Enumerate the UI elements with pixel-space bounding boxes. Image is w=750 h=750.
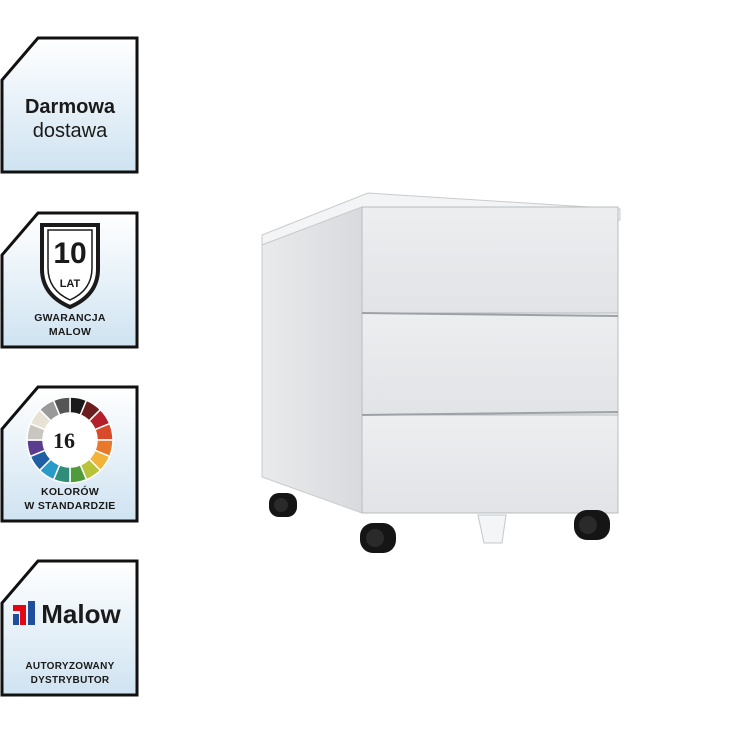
badge-frame bbox=[0, 36, 139, 174]
colors-count: 16 bbox=[53, 428, 75, 453]
badge-frame: 16 bbox=[0, 385, 139, 523]
caster-icon bbox=[574, 510, 610, 540]
caster-icon bbox=[269, 493, 297, 517]
mobile-pedestal-image bbox=[261, 192, 621, 553]
badge-colors: 16 KOLORÓW W STANDARDZIE bbox=[0, 385, 140, 523]
color-wheel-icon bbox=[26, 396, 114, 484]
badge-frame: 10 LAT bbox=[0, 211, 139, 349]
badge-title: Darmowa bbox=[24, 96, 116, 118]
caster-icon bbox=[360, 523, 396, 553]
anti-tip-foot bbox=[477, 514, 507, 544]
side-panel bbox=[261, 206, 363, 514]
badge-free-delivery: Darmowa dostawa bbox=[0, 36, 140, 174]
drawer-front-2 bbox=[361, 312, 619, 416]
shield-icon: 10 LAT bbox=[40, 223, 100, 310]
warranty-unit: LAT bbox=[60, 278, 81, 290]
badge-warranty: 10 LAT GWARANCJA MALOW bbox=[0, 211, 140, 349]
badge-distributor: Malow AUTORYZOWANY DYSTRYBUTOR bbox=[0, 559, 140, 697]
badge-subtitle: dostawa bbox=[32, 120, 108, 142]
badge-subtitle: DYSTRYBUTOR bbox=[30, 675, 110, 686]
badge-subtitle: MALOW bbox=[48, 326, 92, 338]
drawer-front-1 bbox=[361, 206, 619, 314]
badge-frame bbox=[0, 559, 139, 697]
badge-title: KOLORÓW bbox=[40, 486, 100, 498]
badge-title: GWARANCJA bbox=[34, 312, 106, 324]
drawer-front-3 bbox=[361, 414, 619, 514]
badge-title: AUTORYZOWANY bbox=[25, 661, 115, 672]
warranty-number: 10 bbox=[53, 237, 86, 270]
malow-logo-icon bbox=[13, 601, 35, 625]
brand-name: Malow bbox=[41, 599, 121, 629]
color-swatch bbox=[52, 396, 71, 417]
badge-subtitle: W STANDARDZIE bbox=[24, 500, 116, 512]
